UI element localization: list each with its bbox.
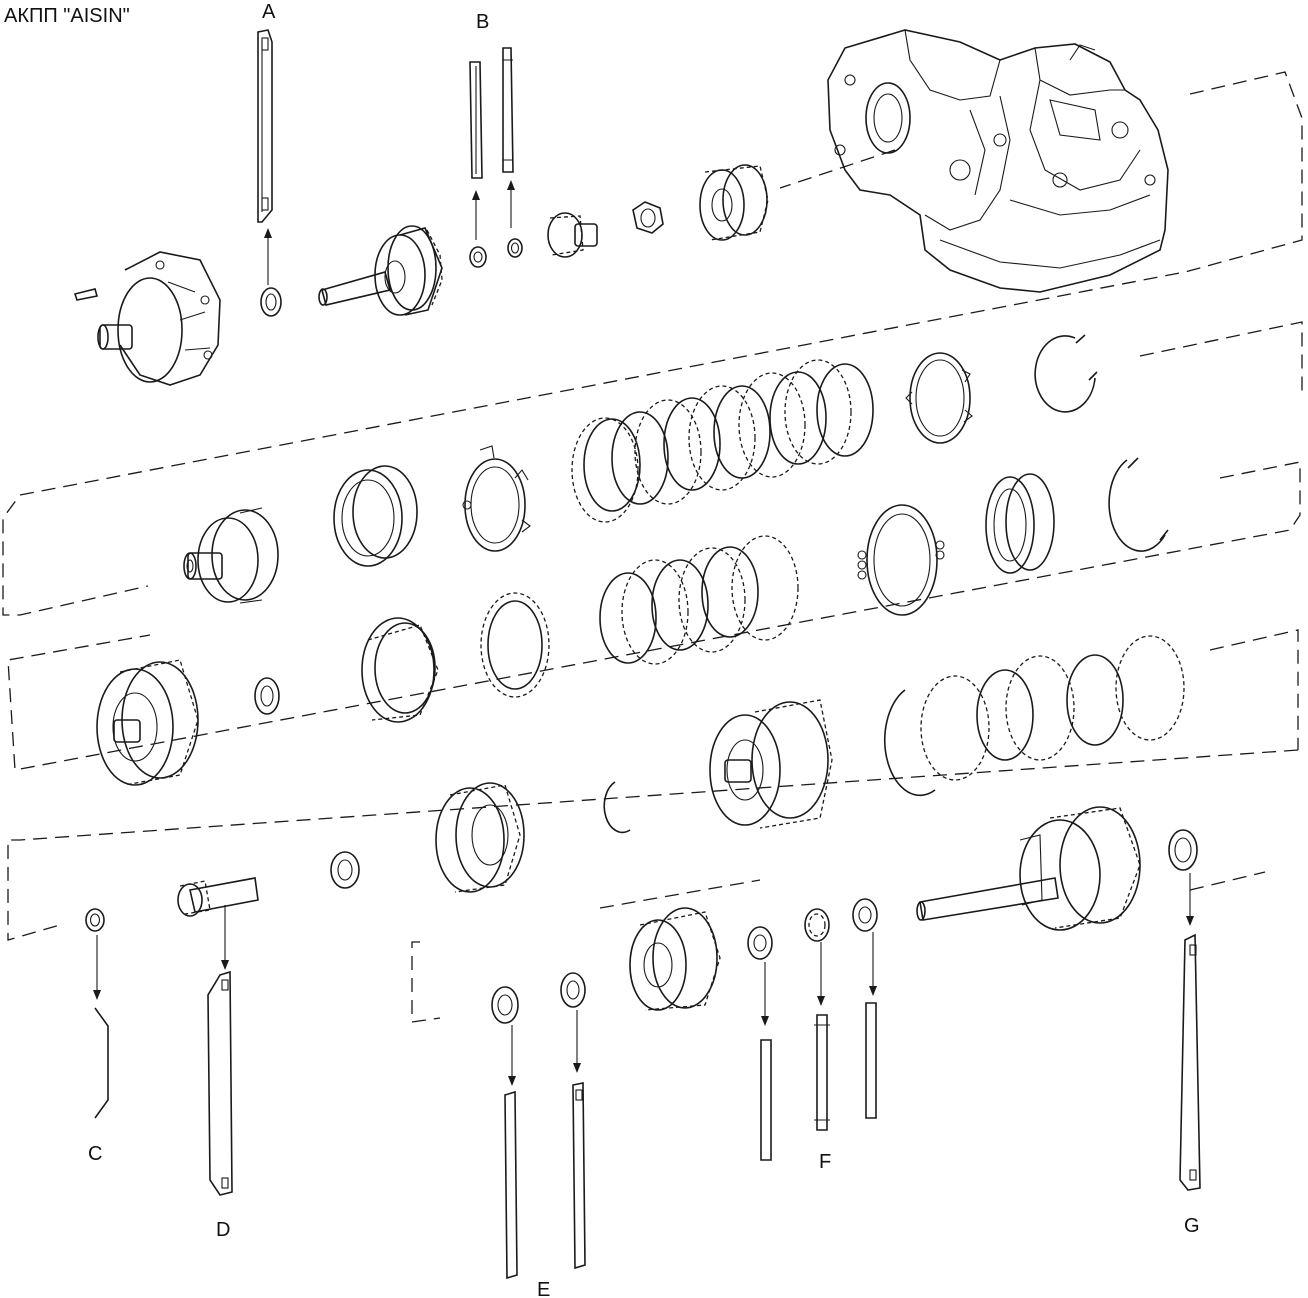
bushing-b1-icon bbox=[469, 246, 487, 268]
clutch-pack-1-icon bbox=[571, 359, 874, 523]
bushing-c1-icon bbox=[254, 677, 280, 715]
thrust-bearing-f2-icon bbox=[852, 898, 878, 932]
thrust-washer-a-icon bbox=[260, 287, 282, 317]
nut-icon bbox=[632, 201, 664, 234]
planetary-carrier-icon bbox=[709, 699, 833, 829]
retainer-plate-1-icon bbox=[905, 352, 973, 444]
oil-pump-icon bbox=[73, 251, 221, 386]
thrust-bearing-c-icon bbox=[85, 908, 105, 932]
output-shaft-drum-icon bbox=[916, 806, 1141, 931]
clutch-piston-3-icon bbox=[480, 592, 550, 698]
planetary-gear-set-1-icon bbox=[699, 164, 769, 241]
snap-ring-3-icon bbox=[884, 689, 936, 797]
label-c: C bbox=[88, 1143, 102, 1165]
label-b: B bbox=[476, 11, 489, 33]
intermediate-shaft-icon bbox=[177, 877, 259, 917]
diagram-title: АКПП "AISIN" bbox=[4, 5, 130, 27]
clutch-hub-1-icon bbox=[333, 465, 418, 567]
snap-ring-4-icon bbox=[603, 781, 631, 834]
thrust-bearing-f1-icon bbox=[747, 926, 773, 960]
thrust-bearing-e2-icon bbox=[560, 972, 586, 1008]
section-view-f3 bbox=[865, 1002, 877, 1119]
transmission-case-icon bbox=[827, 29, 1169, 293]
thrust-bearing-e1-icon bbox=[491, 986, 519, 1024]
section-view-f2 bbox=[814, 1014, 830, 1131]
snap-ring-2-icon bbox=[1108, 457, 1169, 552]
output-ring-gear-icon bbox=[435, 782, 525, 893]
callout-arrows bbox=[93, 180, 1194, 1086]
bushing-g-icon bbox=[1168, 829, 1198, 871]
section-view-b1 bbox=[469, 61, 483, 179]
assembly-row-guides bbox=[2, 71, 1303, 1023]
clutch-piston-2-icon bbox=[857, 504, 945, 616]
clutch-piston-1-icon bbox=[462, 445, 531, 552]
rear-drum-icon bbox=[629, 907, 721, 1011]
ring-gear-drum-icon bbox=[96, 659, 199, 786]
bushing-b2-icon bbox=[507, 238, 523, 258]
needle-bearing-f-icon bbox=[804, 908, 830, 942]
sun-gear-icon bbox=[547, 212, 598, 258]
label-e: E bbox=[537, 1279, 550, 1298]
section-view-a bbox=[257, 29, 273, 223]
label-g: G bbox=[1184, 1215, 1200, 1237]
section-view-g bbox=[1179, 933, 1201, 1191]
section-view-b2 bbox=[502, 47, 514, 173]
clutch-hub-2-icon bbox=[985, 473, 1055, 574]
snap-ring-1-icon bbox=[1034, 334, 1098, 413]
drum-assembly-1-icon bbox=[183, 507, 279, 604]
clutch-pack-3-icon bbox=[920, 635, 1185, 781]
label-d: D bbox=[216, 1219, 230, 1241]
section-view-e2 bbox=[572, 1082, 586, 1270]
bushing-c2-icon bbox=[330, 851, 360, 889]
section-view-e1 bbox=[504, 1090, 518, 1280]
section-view-c bbox=[94, 1007, 109, 1119]
section-view-d bbox=[207, 970, 233, 1196]
label-a: A bbox=[262, 1, 276, 23]
label-f: F bbox=[819, 1151, 831, 1173]
input-clutch-drum-icon bbox=[318, 225, 443, 316]
clutch-hub-3-icon bbox=[361, 617, 439, 723]
section-view-f1 bbox=[760, 1039, 772, 1161]
clutch-pack-2-icon bbox=[599, 535, 799, 665]
